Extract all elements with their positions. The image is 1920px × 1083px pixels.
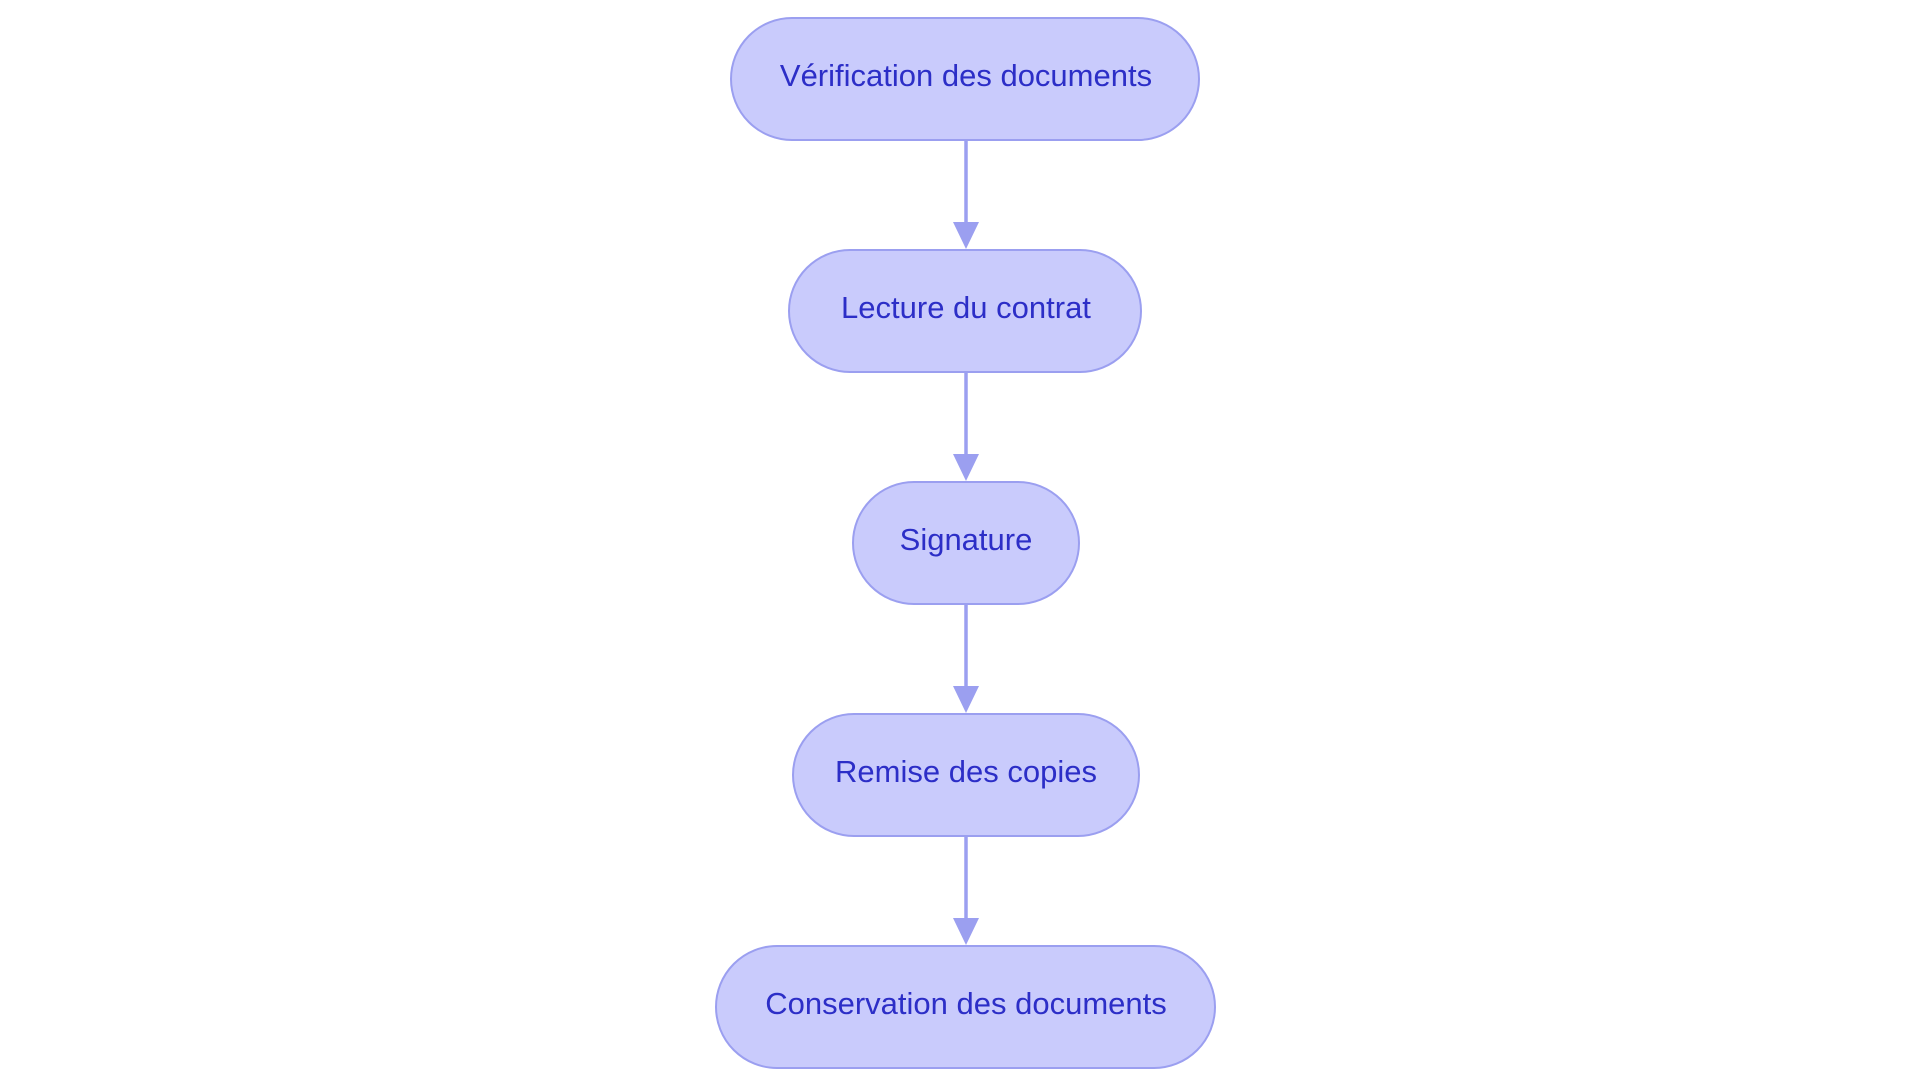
node-lecture[interactable]: Lecture du contrat [788,249,1142,373]
node-shape [792,713,1140,837]
node-shape [788,249,1142,373]
node-shape [730,17,1200,141]
edge-lecture-to-signature [953,373,979,481]
node-label-verification: Vérification des documents [780,58,1152,93]
node-shape [852,481,1080,605]
node-verification[interactable]: Vérification des documents [730,17,1200,141]
arrowhead-icon [953,454,979,481]
node-label-signature: Signature [900,522,1033,557]
node-label-lecture: Lecture du contrat [841,290,1091,325]
node-conservation[interactable]: Conservation des documents [715,945,1216,1069]
edge-signature-to-remise [953,605,979,713]
node-label-remise: Remise des copies [835,754,1097,789]
edge-verification-to-lecture [953,141,979,249]
arrowhead-icon [953,222,979,249]
node-shape [715,945,1216,1069]
nodes-layer: Vérification des documents Lecture du co… [715,17,1216,1069]
node-label-conservation: Conservation des documents [765,986,1167,1021]
edges-layer [953,141,979,945]
node-signature[interactable]: Signature [852,481,1080,605]
edge-remise-to-conservation [953,837,979,945]
arrowhead-icon [953,686,979,713]
node-remise[interactable]: Remise des copies [792,713,1140,837]
arrowhead-icon [953,918,979,945]
